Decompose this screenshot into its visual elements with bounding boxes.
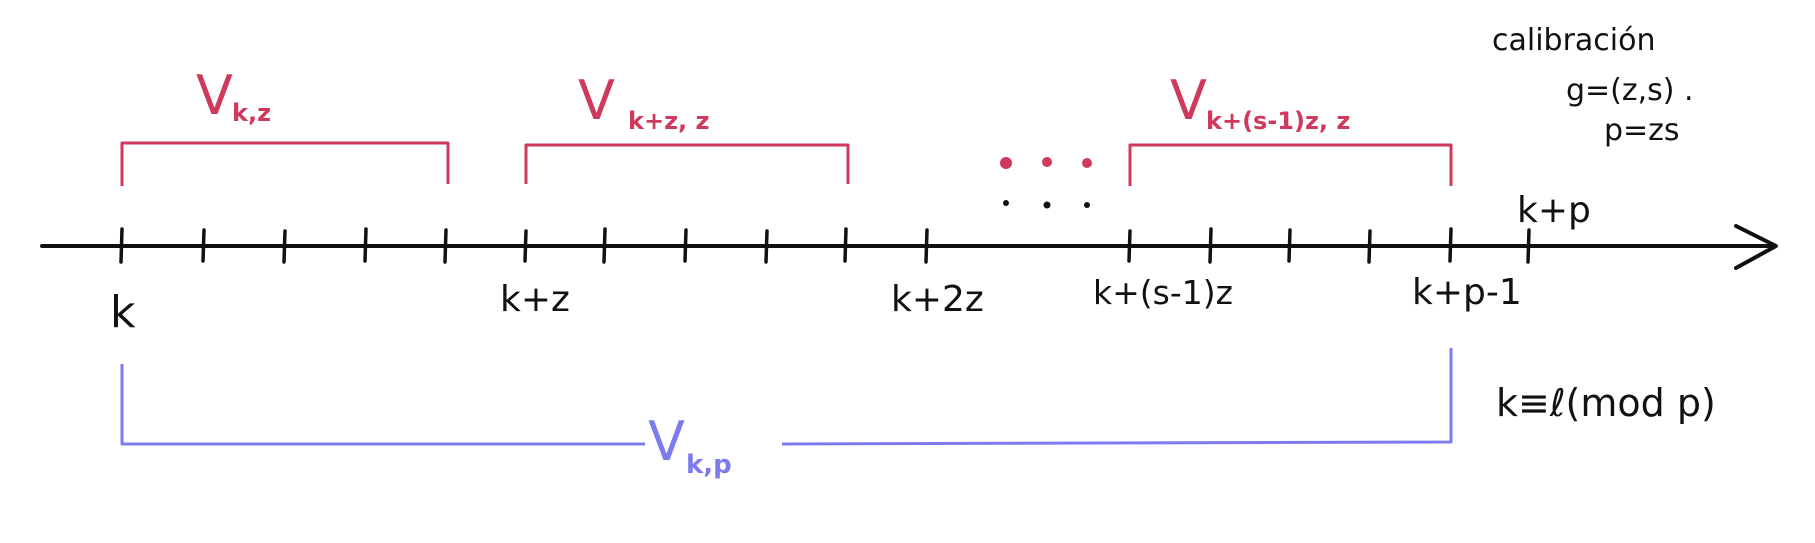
axis-tick: [363, 227, 368, 263]
axis-tick: [201, 228, 206, 263]
bracket-line: [524, 143, 850, 184]
bracket-symbol: V: [196, 64, 233, 127]
label-k-plus-2z: k+2z: [891, 279, 984, 320]
bracket-line: [120, 141, 450, 186]
axis-tick: [764, 229, 769, 264]
dot: [1003, 200, 1009, 206]
bracket-symbol: V: [1170, 69, 1207, 132]
blue-bracket: V k,p: [120, 348, 1453, 480]
note-p-def: p=zs: [1604, 113, 1680, 148]
ellipsis-black-dots: [1003, 200, 1090, 209]
axis-tick: [1287, 228, 1292, 263]
label-k-plus-z: k+z: [500, 279, 570, 320]
axis-tick: [843, 227, 848, 263]
dot: [1082, 158, 1092, 168]
label-k: k: [110, 287, 136, 338]
bracket-line-left: [120, 364, 645, 446]
bracket-subscript: k+(s-1)z, z: [1206, 107, 1350, 135]
note-g-def: g=(z,s) .: [1566, 73, 1694, 108]
dot: [1043, 201, 1051, 209]
axis-tick: [683, 228, 688, 263]
dot: [1042, 157, 1052, 167]
bracket-subscript: k+z, z: [628, 107, 709, 135]
axis-arrowhead: [1734, 224, 1778, 270]
axis-tick: [1526, 228, 1531, 264]
red-bracket-1: V k,z: [120, 64, 450, 186]
axis-tick: [282, 229, 287, 264]
axis-tick: [924, 228, 929, 264]
axis-tick: [1367, 229, 1372, 264]
axis-tick: [1127, 229, 1132, 263]
axis-tick: [523, 229, 528, 263]
bracket-symbol: V: [578, 69, 615, 132]
axis-ticks: [119, 227, 1531, 264]
ellipsis-red-dots: [1000, 157, 1092, 169]
bracket-subscript: k,p: [686, 450, 732, 480]
red-bracket-2: V k+z, z: [524, 69, 850, 184]
dot: [1084, 202, 1090, 208]
bracket-symbol: V: [648, 410, 685, 473]
dot: [1000, 157, 1012, 169]
bracket-subscript: k,z: [232, 99, 271, 127]
axis-tick: [1448, 227, 1453, 263]
note-calibracion: calibración: [1492, 23, 1656, 58]
label-k-plus-s-minus-1-z: k+(s-1)z: [1093, 273, 1233, 312]
calibration-note: calibración g=(z,s) . p=zs: [1492, 23, 1694, 148]
label-k-plus-p-minus-1: k+p-1: [1412, 272, 1522, 313]
number-line: [40, 224, 1778, 270]
bracket-line-right: [781, 348, 1453, 446]
red-bracket-3: V k+(s-1)z, z: [1128, 69, 1453, 186]
axis-tick: [443, 228, 448, 264]
congruence-note: k≡ℓ(mod p): [1496, 381, 1716, 425]
axis-tick: [1208, 227, 1213, 264]
label-k-plus-p: k+p: [1517, 190, 1591, 231]
axis-tick: [119, 227, 124, 264]
bracket-line: [1128, 143, 1453, 186]
axis-tick: [602, 227, 607, 264]
